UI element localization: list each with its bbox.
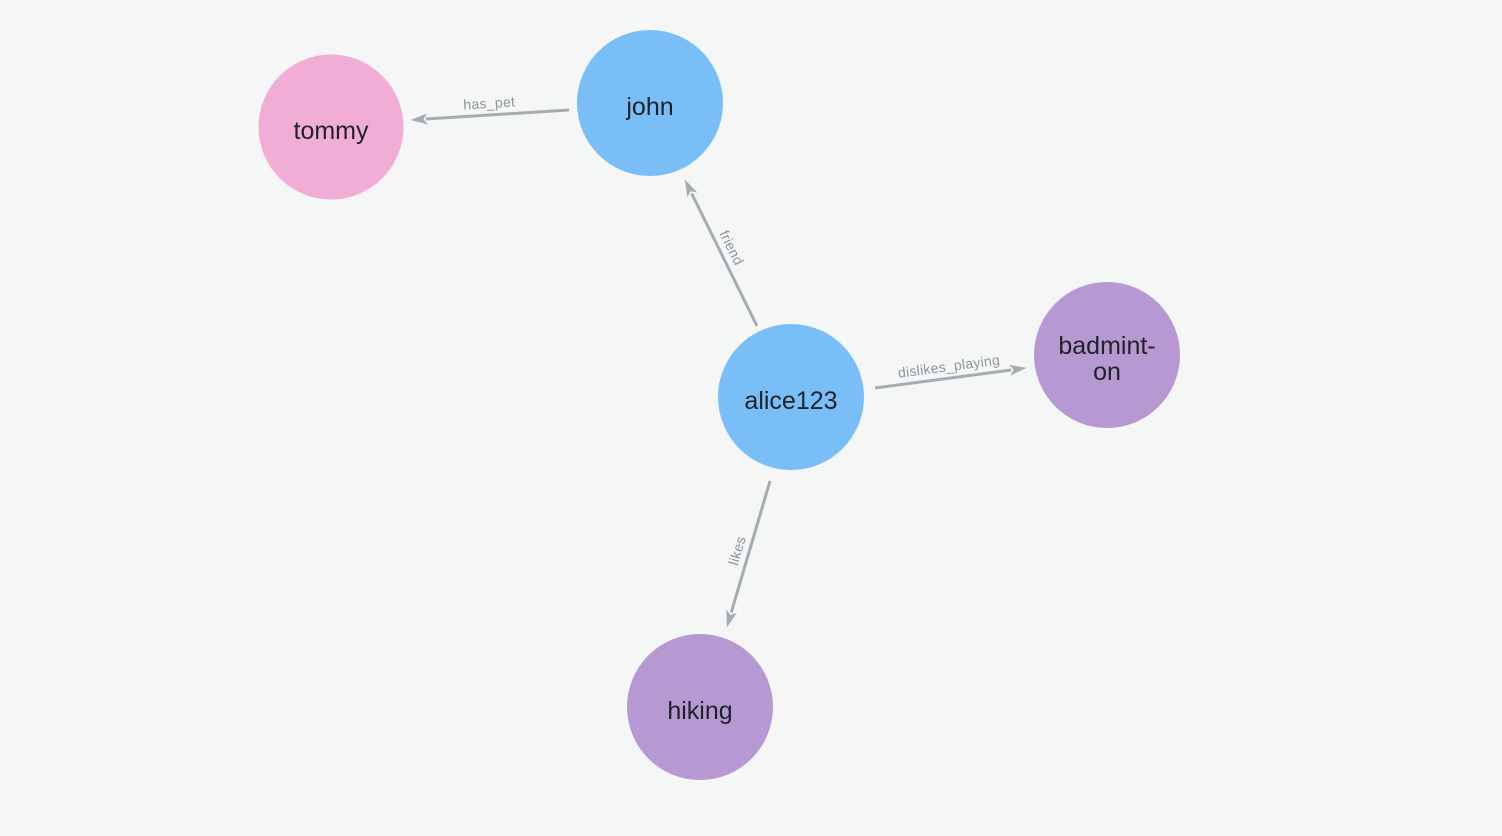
node-circle (1034, 282, 1180, 428)
edge-line (726, 480, 772, 628)
node-circle (718, 324, 864, 470)
node-circle (627, 634, 773, 780)
node-hiking[interactable]: hiking (627, 634, 773, 780)
node-badminton[interactable]: badmint-on (1034, 282, 1180, 428)
edge-line (874, 364, 1027, 390)
edge-line (410, 108, 570, 125)
edge-line (684, 179, 759, 327)
node-circle (258, 54, 404, 200)
node-john[interactable]: john (577, 30, 723, 176)
node-tommy[interactable]: tommy (258, 54, 404, 200)
node-alice123[interactable]: alice123 (718, 324, 864, 470)
node-circle (577, 30, 723, 176)
